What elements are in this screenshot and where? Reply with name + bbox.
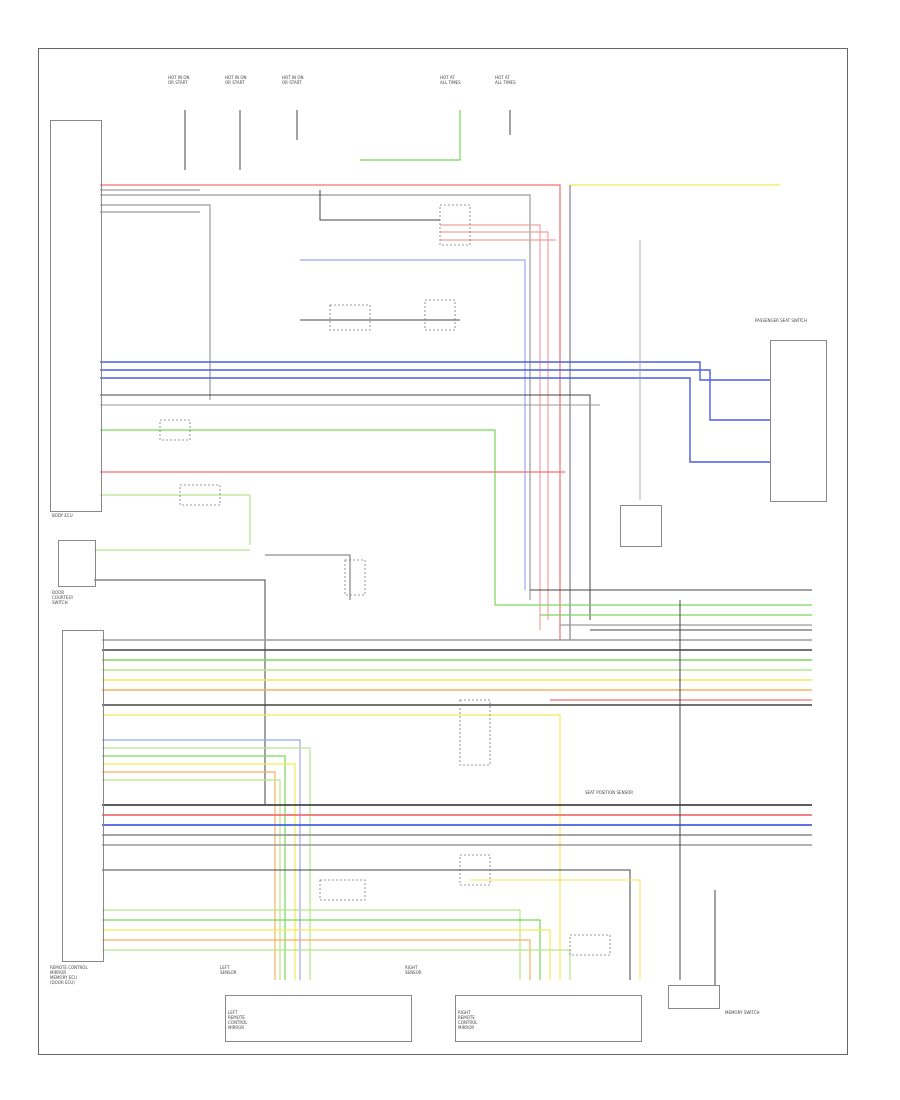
diagram-frame — [38, 48, 848, 1055]
wire-lightblue-1 — [300, 259, 526, 590]
fuse-label-3: HOT IN ON OR START — [282, 75, 304, 85]
connector-box-2 — [179, 484, 221, 506]
fuse-label-4: HOT AT ALL TIMES — [440, 75, 461, 85]
main-ecu-box — [62, 630, 104, 962]
connector-box-3 — [344, 559, 366, 596]
pass-seat-switch-label: PASSENGER SEAT SWITCH — [755, 318, 808, 323]
wire-gray-3 — [100, 204, 211, 400]
wire-pink-2 — [440, 231, 549, 620]
main-ecu-label: REMOTE CONTROL MIRROR MEMORY ECU (DOOR E… — [50, 965, 88, 985]
door-switch-box — [58, 540, 96, 587]
seat-position-sensor-label: SEAT POSITION SENSOR — [585, 790, 634, 795]
wire-mirror-l-2 — [102, 747, 311, 980]
connector-box-1 — [159, 419, 191, 441]
connector-box-4 — [459, 699, 491, 766]
connector-box-6 — [319, 879, 366, 901]
wire-dark-4 — [100, 394, 591, 620]
fuse-label-5: HOT AT ALL TIMES — [495, 75, 516, 85]
left-sensor-label: LEFT SENSOR — [220, 965, 237, 975]
body-ecu-box — [50, 120, 102, 512]
wire-lightgreen-1 — [100, 494, 251, 545]
right-mirror-box — [455, 995, 642, 1042]
wire-mirror-l-4 — [102, 763, 296, 980]
memory-switch-box — [668, 985, 720, 1009]
left-mirror-label: LEFT REMOTE CONTROL MIRROR — [228, 1010, 248, 1030]
left-mirror-box — [225, 995, 412, 1042]
pass-seat-switch-box — [770, 340, 827, 502]
wire-dark-5 — [265, 554, 351, 600]
wire-pink-1 — [440, 224, 541, 630]
wire-green-top — [360, 110, 461, 161]
wire-lower-5 — [102, 939, 531, 980]
wire-gray-2 — [100, 194, 531, 600]
door-switch-label: DOOR COURTESY SWITCH — [52, 590, 74, 605]
wire-lower-6 — [102, 949, 571, 980]
wire-lower-7 — [470, 879, 641, 980]
wire-lower-4 — [102, 929, 551, 980]
wire-dark-sw — [319, 190, 440, 221]
body-ecu-label: BODY ECU — [52, 513, 73, 518]
wire-doorsw-2 — [94, 579, 266, 805]
connector-box-5 — [459, 854, 491, 886]
connector-box-7 — [569, 934, 611, 956]
wire-lower-1 — [102, 869, 631, 980]
right-sensor-label: RIGHT SENSOR — [405, 965, 422, 975]
wire-mirror-l-3 — [102, 755, 286, 980]
relay-box-1 — [439, 204, 471, 246]
wire-mirror-l-1 — [102, 739, 301, 980]
wire-red-main — [100, 184, 561, 640]
wire-mirror-l-6 — [102, 779, 281, 980]
fuse-label-1: HOT IN ON OR START — [168, 75, 190, 85]
seat-position-sensor-box — [620, 505, 662, 547]
wire-blue-3 — [100, 377, 770, 463]
wire-green-2 — [100, 429, 812, 606]
switch-box-1 — [424, 299, 456, 331]
sensor-box-1 — [329, 304, 371, 331]
right-mirror-label: RIGHT REMOTE CONTROL MIRROR — [458, 1010, 478, 1030]
wire-lower-2 — [102, 909, 521, 980]
wire-ecu-yellow-2 — [102, 714, 561, 980]
wire-blue-2 — [100, 369, 770, 421]
wire-mirror-l-5 — [102, 771, 276, 980]
wire-lower-3 — [102, 919, 541, 980]
wire-blue-1 — [100, 361, 770, 381]
fuse-label-2: HOT IN ON OR START — [225, 75, 247, 85]
memory-switch-label: MEMORY SWITCH — [725, 1010, 760, 1015]
